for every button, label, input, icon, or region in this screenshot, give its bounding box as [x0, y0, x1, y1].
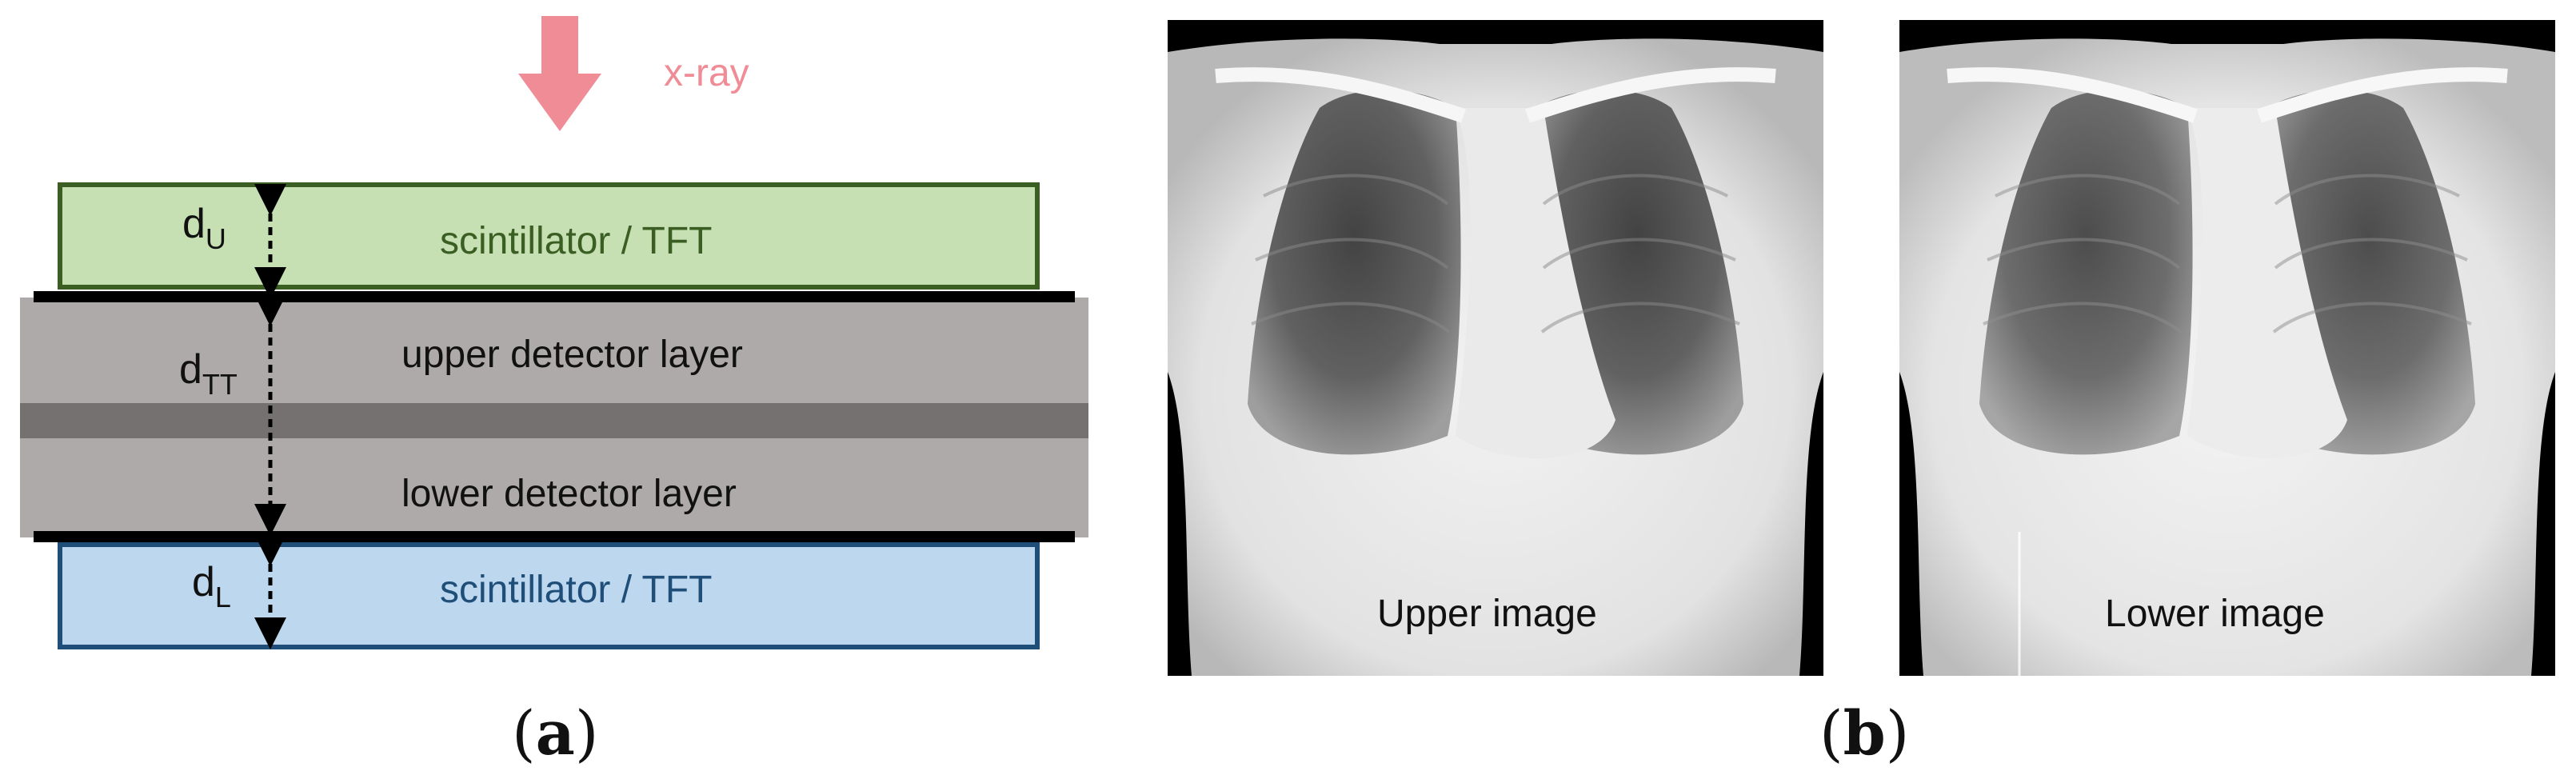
detector-separator	[20, 403, 1088, 438]
dimension-arrows	[254, 184, 286, 649]
upper-detector-label: upper detector layer	[401, 334, 743, 376]
upper-boundary-line	[34, 291, 1075, 302]
upper-scintillator-layer	[58, 182, 1040, 290]
upper-image-caption: Upper image	[1377, 593, 1597, 635]
lower-xray-image	[1899, 20, 2555, 676]
panel-a-label: (a)	[512, 697, 599, 769]
panel-b-label: (b)	[1819, 697, 1910, 769]
lower-detector-label: lower detector layer	[401, 473, 737, 515]
upper-scintillator-label: scintillator / TFT	[440, 220, 713, 262]
xray-label: x-ray	[664, 52, 749, 94]
lower-detector-layer	[20, 438, 1088, 537]
lower-boundary-line	[34, 531, 1075, 542]
upper-xray-image	[1168, 20, 1823, 676]
xray-arrow-icon	[518, 16, 601, 131]
lower-scintillator-label: scintillator / TFT	[440, 569, 713, 611]
dim-total-label: dTT	[179, 346, 238, 401]
dim-lower-label: dL	[192, 559, 231, 613]
dim-upper-label: dU	[182, 201, 226, 255]
lower-scintillator-layer	[58, 542, 1040, 649]
lower-image-caption: Lower image	[2105, 593, 2325, 635]
upper-detector-layer	[20, 298, 1088, 403]
